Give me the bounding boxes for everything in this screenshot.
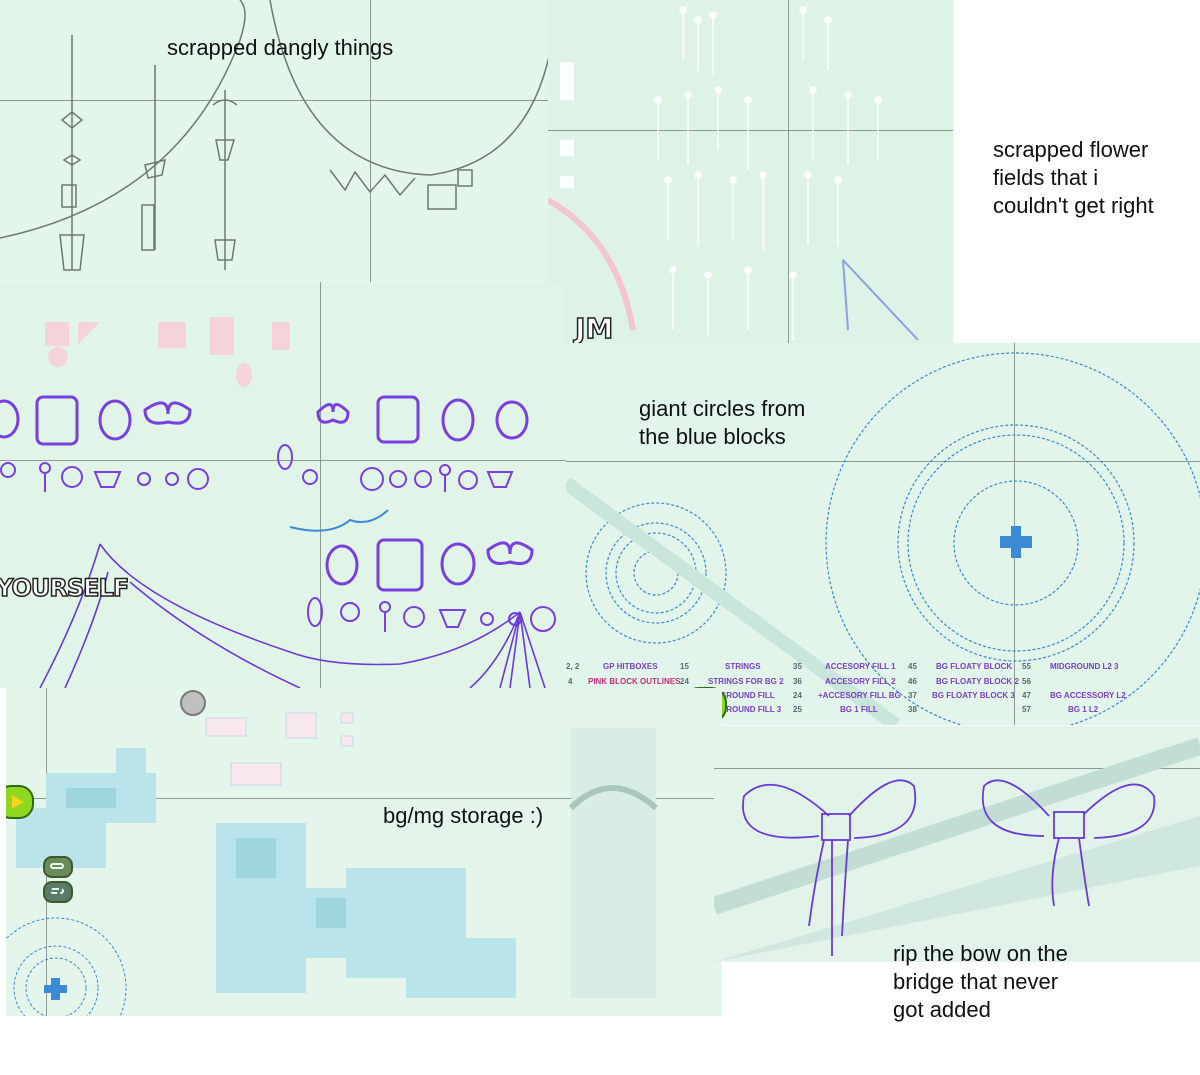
caption-bow: rip the bow on the bridge that never got… — [893, 941, 1068, 1022]
channel-number: 37 — [908, 691, 917, 700]
channel-number: 25 — [793, 705, 802, 714]
circles-drawing — [566, 352, 1200, 725]
giant-circles-panel: giant circles from the blue blocks — [566, 343, 1200, 725]
channel-number: 55 — [1022, 662, 1031, 671]
channel-number: 56 — [1022, 677, 1031, 686]
channel-label: BG 1 FILL — [840, 705, 878, 714]
decorations-panel: YOURSELF — [0, 282, 566, 688]
dangly-things-panel: scrapped dangly things — [0, 0, 560, 290]
channel-number: 45 — [908, 662, 917, 671]
channel-number: 15 — [680, 662, 689, 671]
unlink-toggle-button[interactable] — [43, 881, 73, 903]
channel-label: MIDGROUND L2 3 — [1050, 662, 1119, 671]
caption-dangly: scrapped dangly things — [167, 35, 394, 60]
channel-label: GP HITBOXES — [603, 662, 658, 671]
channel-label: STRINGS — [725, 662, 761, 671]
yourself-text: YOURSELF — [0, 573, 130, 603]
channel-number: 57 — [1022, 705, 1031, 714]
guide-line — [714, 768, 1200, 769]
channel-number: 4 — [568, 677, 573, 686]
channel-number: 47 — [1022, 691, 1031, 700]
guide-line — [320, 282, 321, 688]
chain-icon — [50, 863, 64, 869]
caption-circles: giant circles from the blue blocks — [639, 396, 806, 449]
decorations-drawing — [0, 317, 556, 688]
channel-label: BG FLOATY BLOCK — [936, 662, 1013, 671]
guide-line — [370, 0, 371, 290]
flower-fields-panel — [548, 0, 953, 345]
guide-line — [566, 461, 1200, 462]
channel-number: 2, 2 — [566, 662, 580, 671]
channel-number: 36 — [793, 677, 802, 686]
channel-label: STRINGS FOR BG 2 — [708, 677, 784, 686]
bow-drawing — [714, 737, 1200, 962]
guide-line — [788, 0, 789, 345]
broken-chain-icon — [50, 888, 64, 894]
play-button[interactable] — [6, 785, 34, 819]
channel-label: BG ACCESSORY L2 — [1050, 691, 1126, 700]
channel-number: 38 — [908, 705, 917, 714]
dangly-things-drawing — [0, 0, 556, 271]
storage-drawing — [6, 690, 658, 1016]
channel-label: ACCESORY FILL 1 — [825, 662, 896, 671]
caption-storage: bg/mg storage :) — [383, 803, 544, 828]
channel-label: ACCESORY FILL 2 — [825, 677, 896, 686]
channel-number: 35 — [793, 662, 802, 671]
channel-label: PINK BLOCK OUTLINES — [588, 677, 681, 686]
caption-flower: scrapped flower fields that i couldn't g… — [993, 137, 1154, 218]
jm-text: JM — [574, 311, 614, 346]
guide-line — [0, 100, 560, 101]
guide-line — [6, 798, 722, 799]
channel-label: +ACCESORY FILL BG — [818, 691, 901, 700]
flower-field-drawing — [548, 6, 919, 341]
link-toggle-button[interactable] — [43, 856, 73, 878]
bow-bridge-panel — [714, 726, 1200, 962]
channel-number: 24 — [793, 691, 802, 700]
channel-number: 46 — [908, 677, 917, 686]
channel-label: GROUND FILL 3 — [720, 705, 782, 714]
play-icon — [12, 795, 23, 809]
storage-panel: bg/mg storage :) — [6, 688, 722, 1016]
channel-label: BG FLOATY BLOCK 2 — [936, 677, 1019, 686]
channel-label: BG FLOATY BLOCK 3 — [932, 691, 1015, 700]
channel-label: GROUND FILL — [720, 691, 775, 700]
guide-line — [0, 460, 566, 461]
guide-line — [548, 130, 953, 131]
channel-number: 24 — [680, 677, 689, 686]
channel-label: BG 1 L2 — [1068, 705, 1099, 714]
